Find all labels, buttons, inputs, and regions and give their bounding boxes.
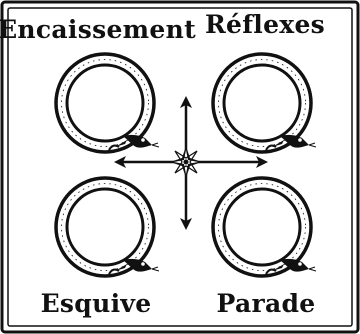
label-esquive: Esquive bbox=[41, 289, 152, 318]
label-encaissement: Encaissement bbox=[0, 15, 196, 44]
panel-border-outer bbox=[2, 2, 358, 332]
label-reflexes: Réflexes bbox=[205, 10, 325, 39]
label-parade: Parade bbox=[217, 289, 316, 318]
